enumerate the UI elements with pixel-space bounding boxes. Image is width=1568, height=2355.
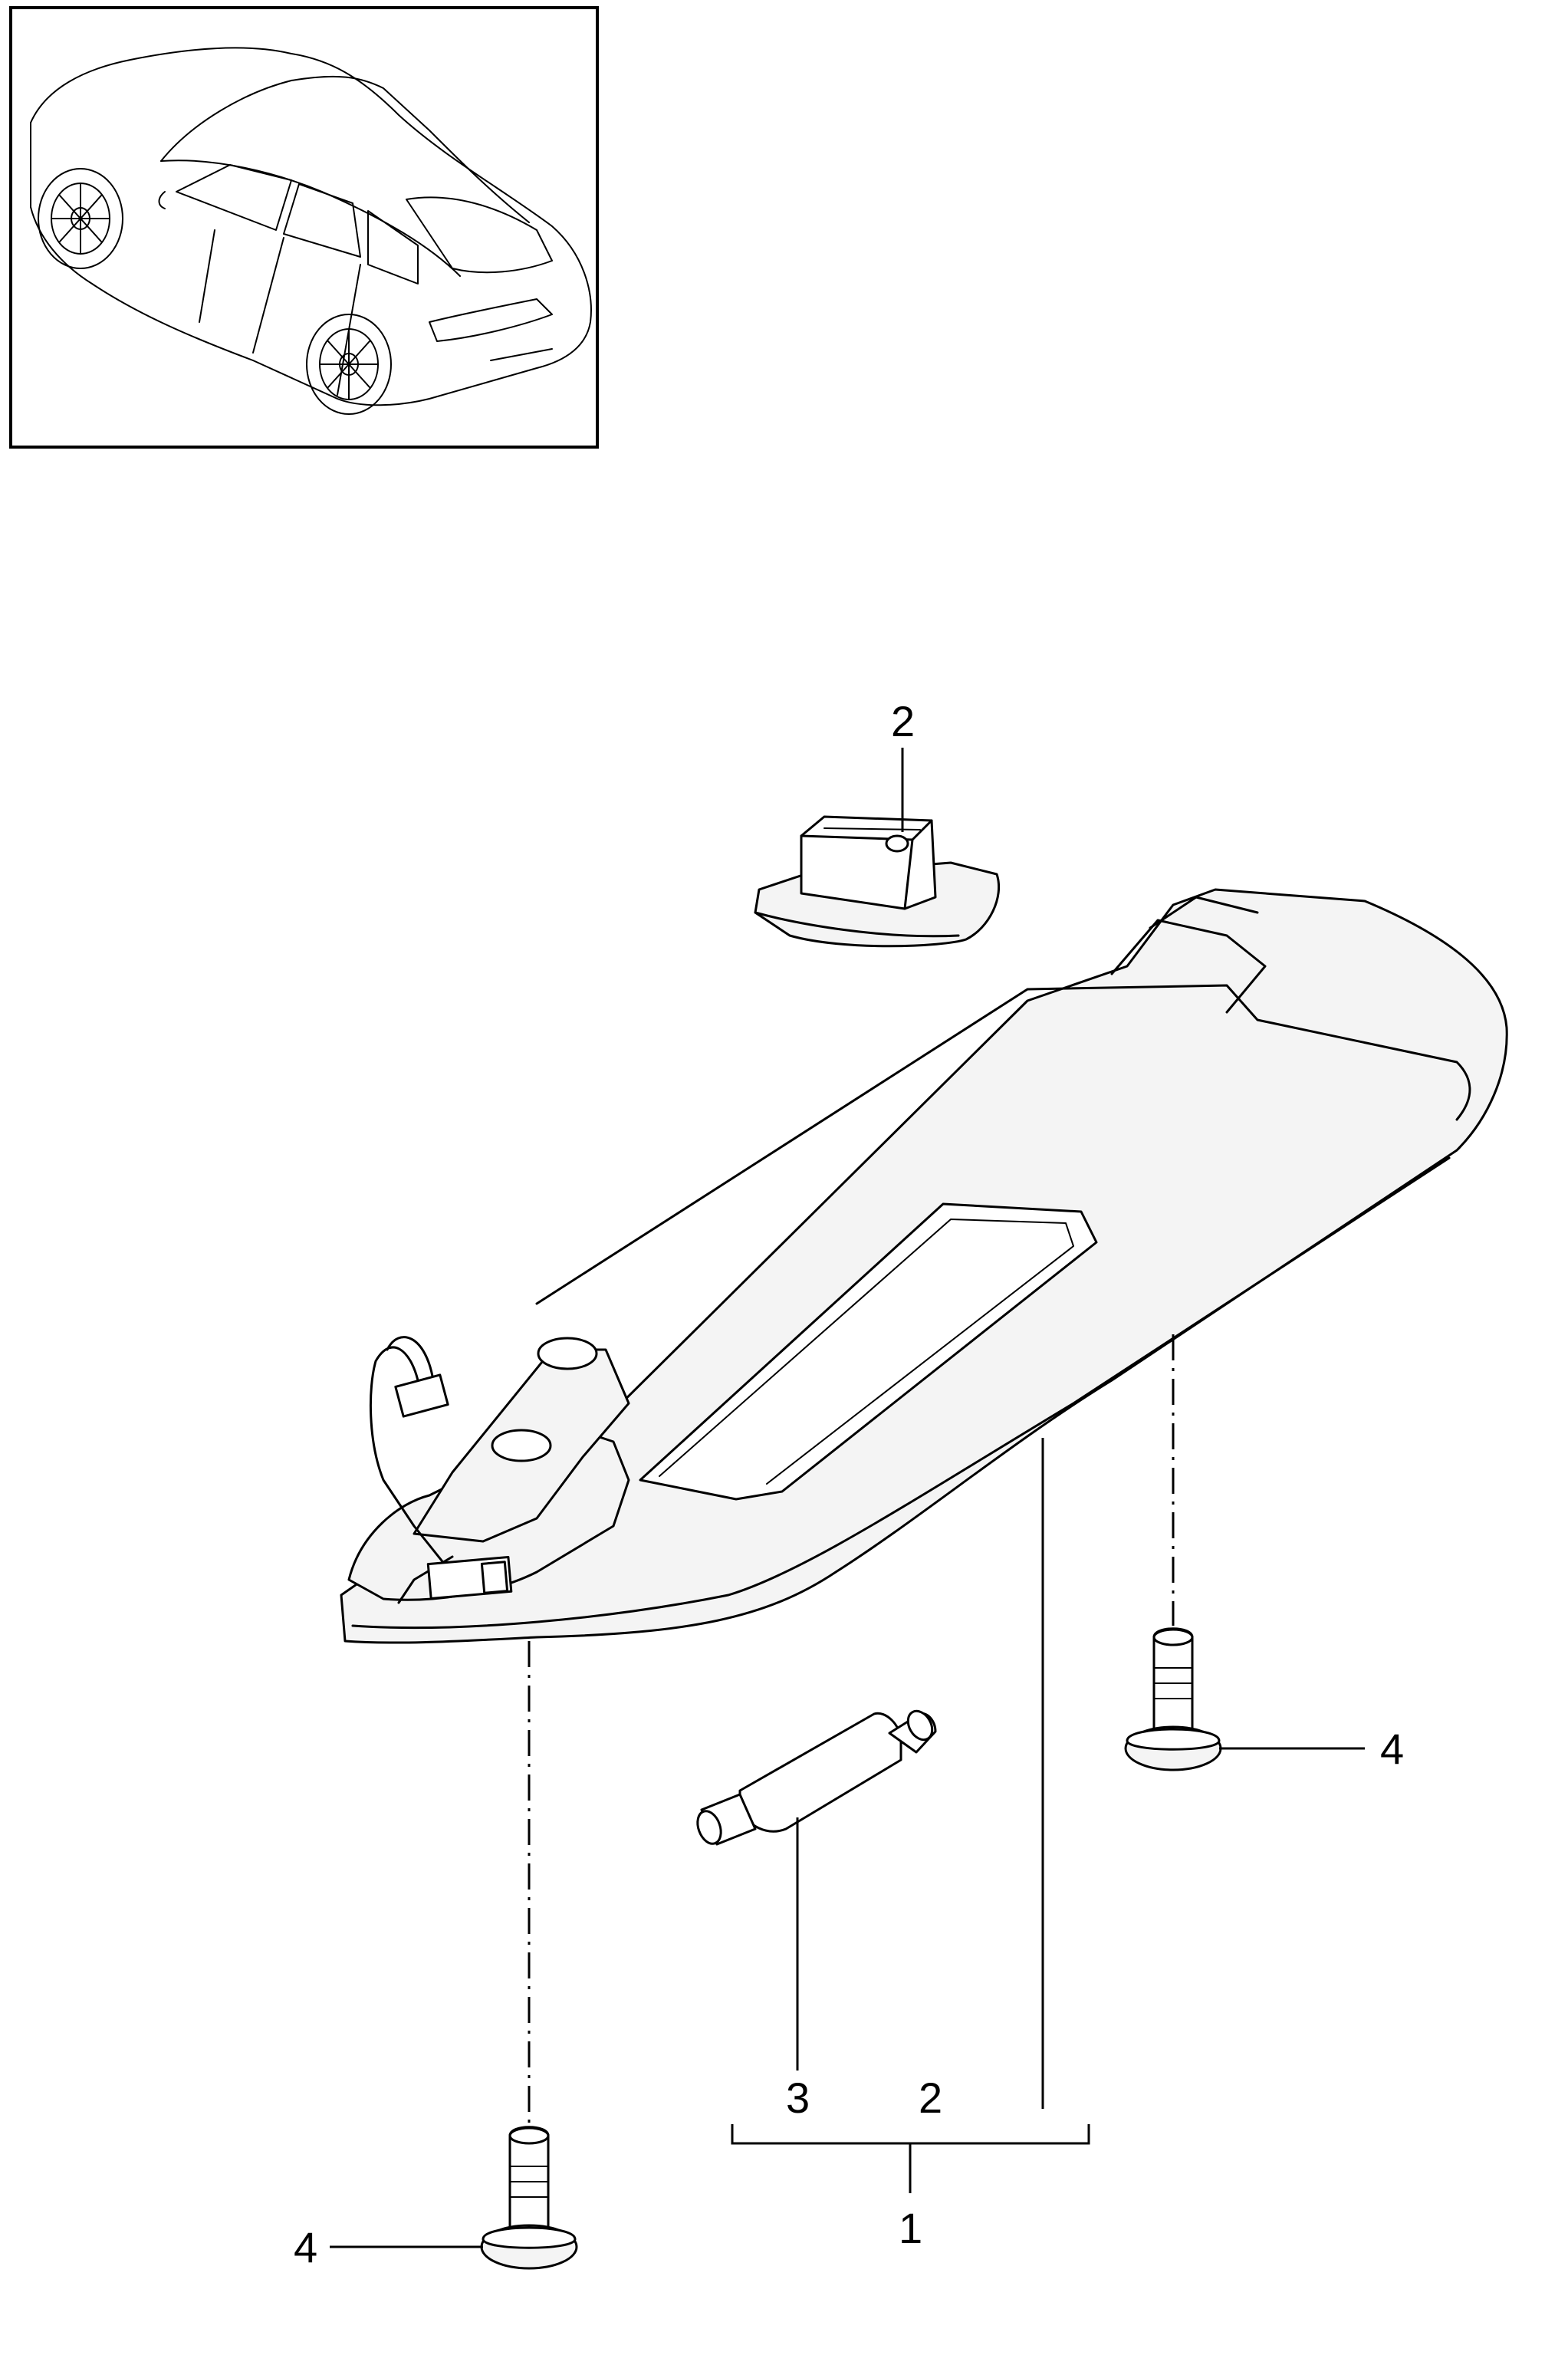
visor-pivot-mount: [347, 1336, 630, 1604]
callout-1: 1: [899, 2204, 922, 2252]
callout-4-left: 4: [294, 2223, 317, 2271]
thumbnail-frame: [9, 6, 599, 449]
callout-4-right: 4: [1380, 1725, 1404, 1773]
vehicle-thumbnail: [9, 6, 599, 449]
bulb-part-3: [696, 1709, 937, 1846]
callout-3: 3: [786, 2074, 810, 2122]
screw-part-4-left: [480, 2126, 578, 2270]
vanity-mirror-recess: [639, 1202, 1098, 1501]
visor-clip-part-2: [754, 815, 1001, 948]
bracket-1: [731, 2124, 1090, 2145]
callout-2-bottom: 2: [919, 2074, 942, 2122]
screw-part-4-right: [1124, 1627, 1222, 1771]
callout-2-top: 2: [891, 697, 915, 745]
vehicle-drawing: [30, 47, 592, 415]
